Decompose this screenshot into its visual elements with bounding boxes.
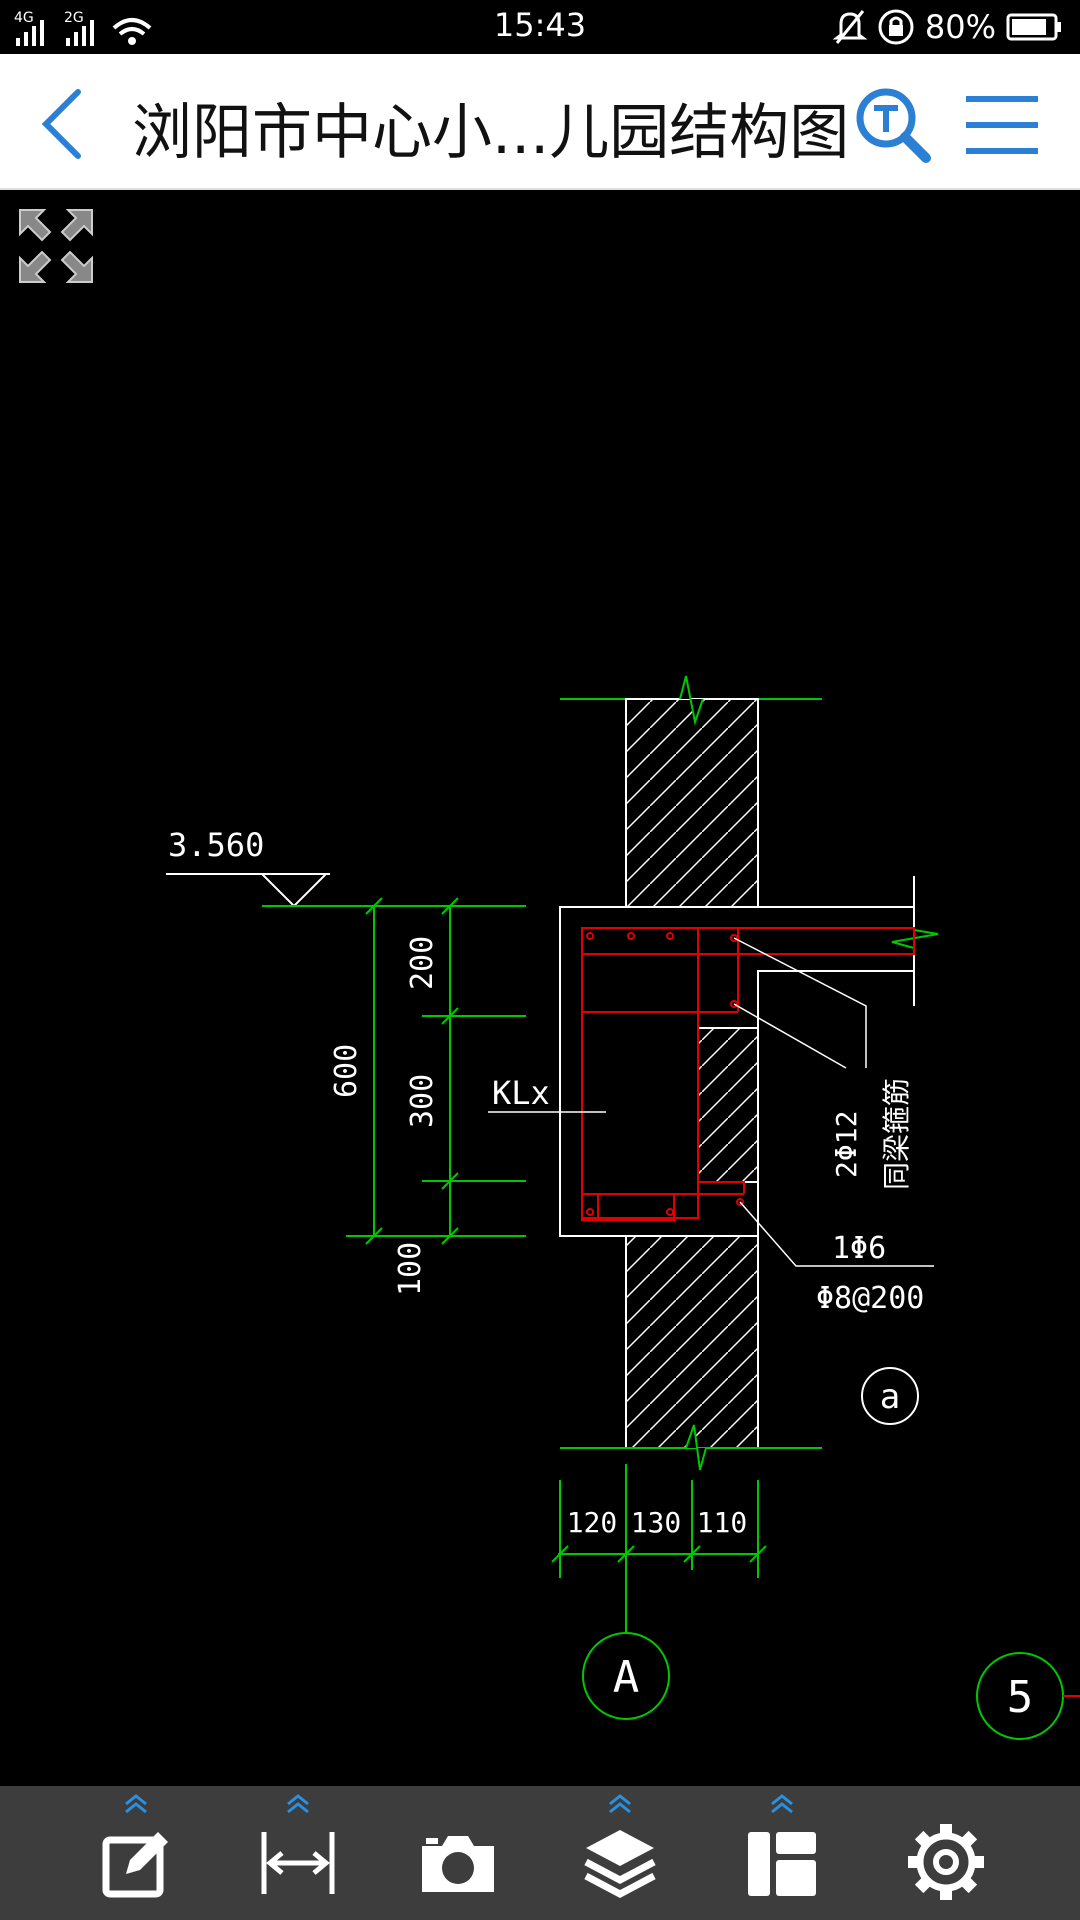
page-title: 浏阳市中心小...儿园结构图 xyxy=(132,98,850,168)
settings-button[interactable] xyxy=(886,1786,1006,1920)
expand-up-icon[interactable] xyxy=(282,1792,314,1816)
edit-button[interactable] xyxy=(76,1786,196,1920)
layers-icon xyxy=(584,1830,656,1898)
dim-200: 200 xyxy=(405,936,440,990)
settings-icon xyxy=(908,1824,984,1900)
layout-icon xyxy=(748,1832,816,1896)
axis-a-label: A xyxy=(613,1652,640,1703)
vertical-dimensions xyxy=(346,897,526,1245)
camera-icon xyxy=(422,1836,494,1892)
upper-wall xyxy=(560,675,822,908)
app-header: 浏阳市中心小...儿园结构图 xyxy=(0,54,1080,190)
battery-icon xyxy=(1006,13,1061,41)
mute-bell-icon xyxy=(832,10,867,44)
dim-130: 130 xyxy=(631,1506,682,1539)
dim-110: 110 xyxy=(697,1506,748,1539)
expand-up-icon[interactable] xyxy=(766,1792,798,1816)
beam-label: KLx xyxy=(492,1074,550,1112)
beam-rebar xyxy=(581,927,915,1221)
status-bar: 4G 2G 15:43 80% xyxy=(0,0,1080,54)
horizontal-dimensions xyxy=(551,1464,767,1634)
battery-percent: 80% xyxy=(924,8,996,46)
text-search-icon[interactable] xyxy=(852,84,932,164)
rebar-top-note: 同梁箍筋 xyxy=(880,1078,913,1190)
fullscreen-expand-icon[interactable] xyxy=(14,204,98,288)
layout-button[interactable] xyxy=(722,1786,842,1920)
camera-button[interactable] xyxy=(398,1786,518,1920)
dim-100: 100 xyxy=(393,1242,428,1296)
beam-outline xyxy=(559,876,939,1237)
dim-600: 600 xyxy=(329,1044,364,1098)
section-mark-label: a xyxy=(880,1377,900,1417)
expand-up-icon[interactable] xyxy=(120,1792,152,1816)
layers-button[interactable] xyxy=(560,1786,680,1920)
bottom-toolbar xyxy=(0,1786,1080,1920)
cad-drawing-canvas[interactable]: 3.560 200 300 600 100 KLx 2Φ12 同梁箍筋 1Φ6 … xyxy=(0,190,1080,1786)
signal-icons: 4G 2G xyxy=(14,10,152,46)
axis-5-label: 5 xyxy=(1007,1672,1034,1723)
rotation-lock-icon xyxy=(878,9,914,45)
edit-icon xyxy=(102,1832,168,1898)
lower-wall xyxy=(560,1235,822,1471)
elevation-label: 3.560 xyxy=(168,826,264,864)
rebar-bottom-label: 1Φ6 xyxy=(832,1231,886,1266)
expand-up-icon[interactable] xyxy=(604,1792,636,1816)
status-time: 15:43 xyxy=(493,6,587,44)
measure-icon xyxy=(261,1832,335,1894)
back-arrow-icon[interactable] xyxy=(34,84,94,164)
measure-button[interactable] xyxy=(238,1786,358,1920)
elevation-marker: 3.560 xyxy=(166,826,526,908)
axis-a-circle xyxy=(582,1632,670,1720)
menu-icon[interactable] xyxy=(964,90,1040,160)
dim-120: 120 xyxy=(567,1506,618,1539)
section-mark-circle xyxy=(861,1367,919,1425)
stirrup-label: Φ8@200 xyxy=(816,1281,924,1316)
network1-label: 4G xyxy=(14,10,34,26)
rebar-top-label: 2Φ12 xyxy=(830,1111,863,1178)
network2-label: 2G xyxy=(64,10,84,26)
dim-300: 300 xyxy=(405,1074,440,1128)
